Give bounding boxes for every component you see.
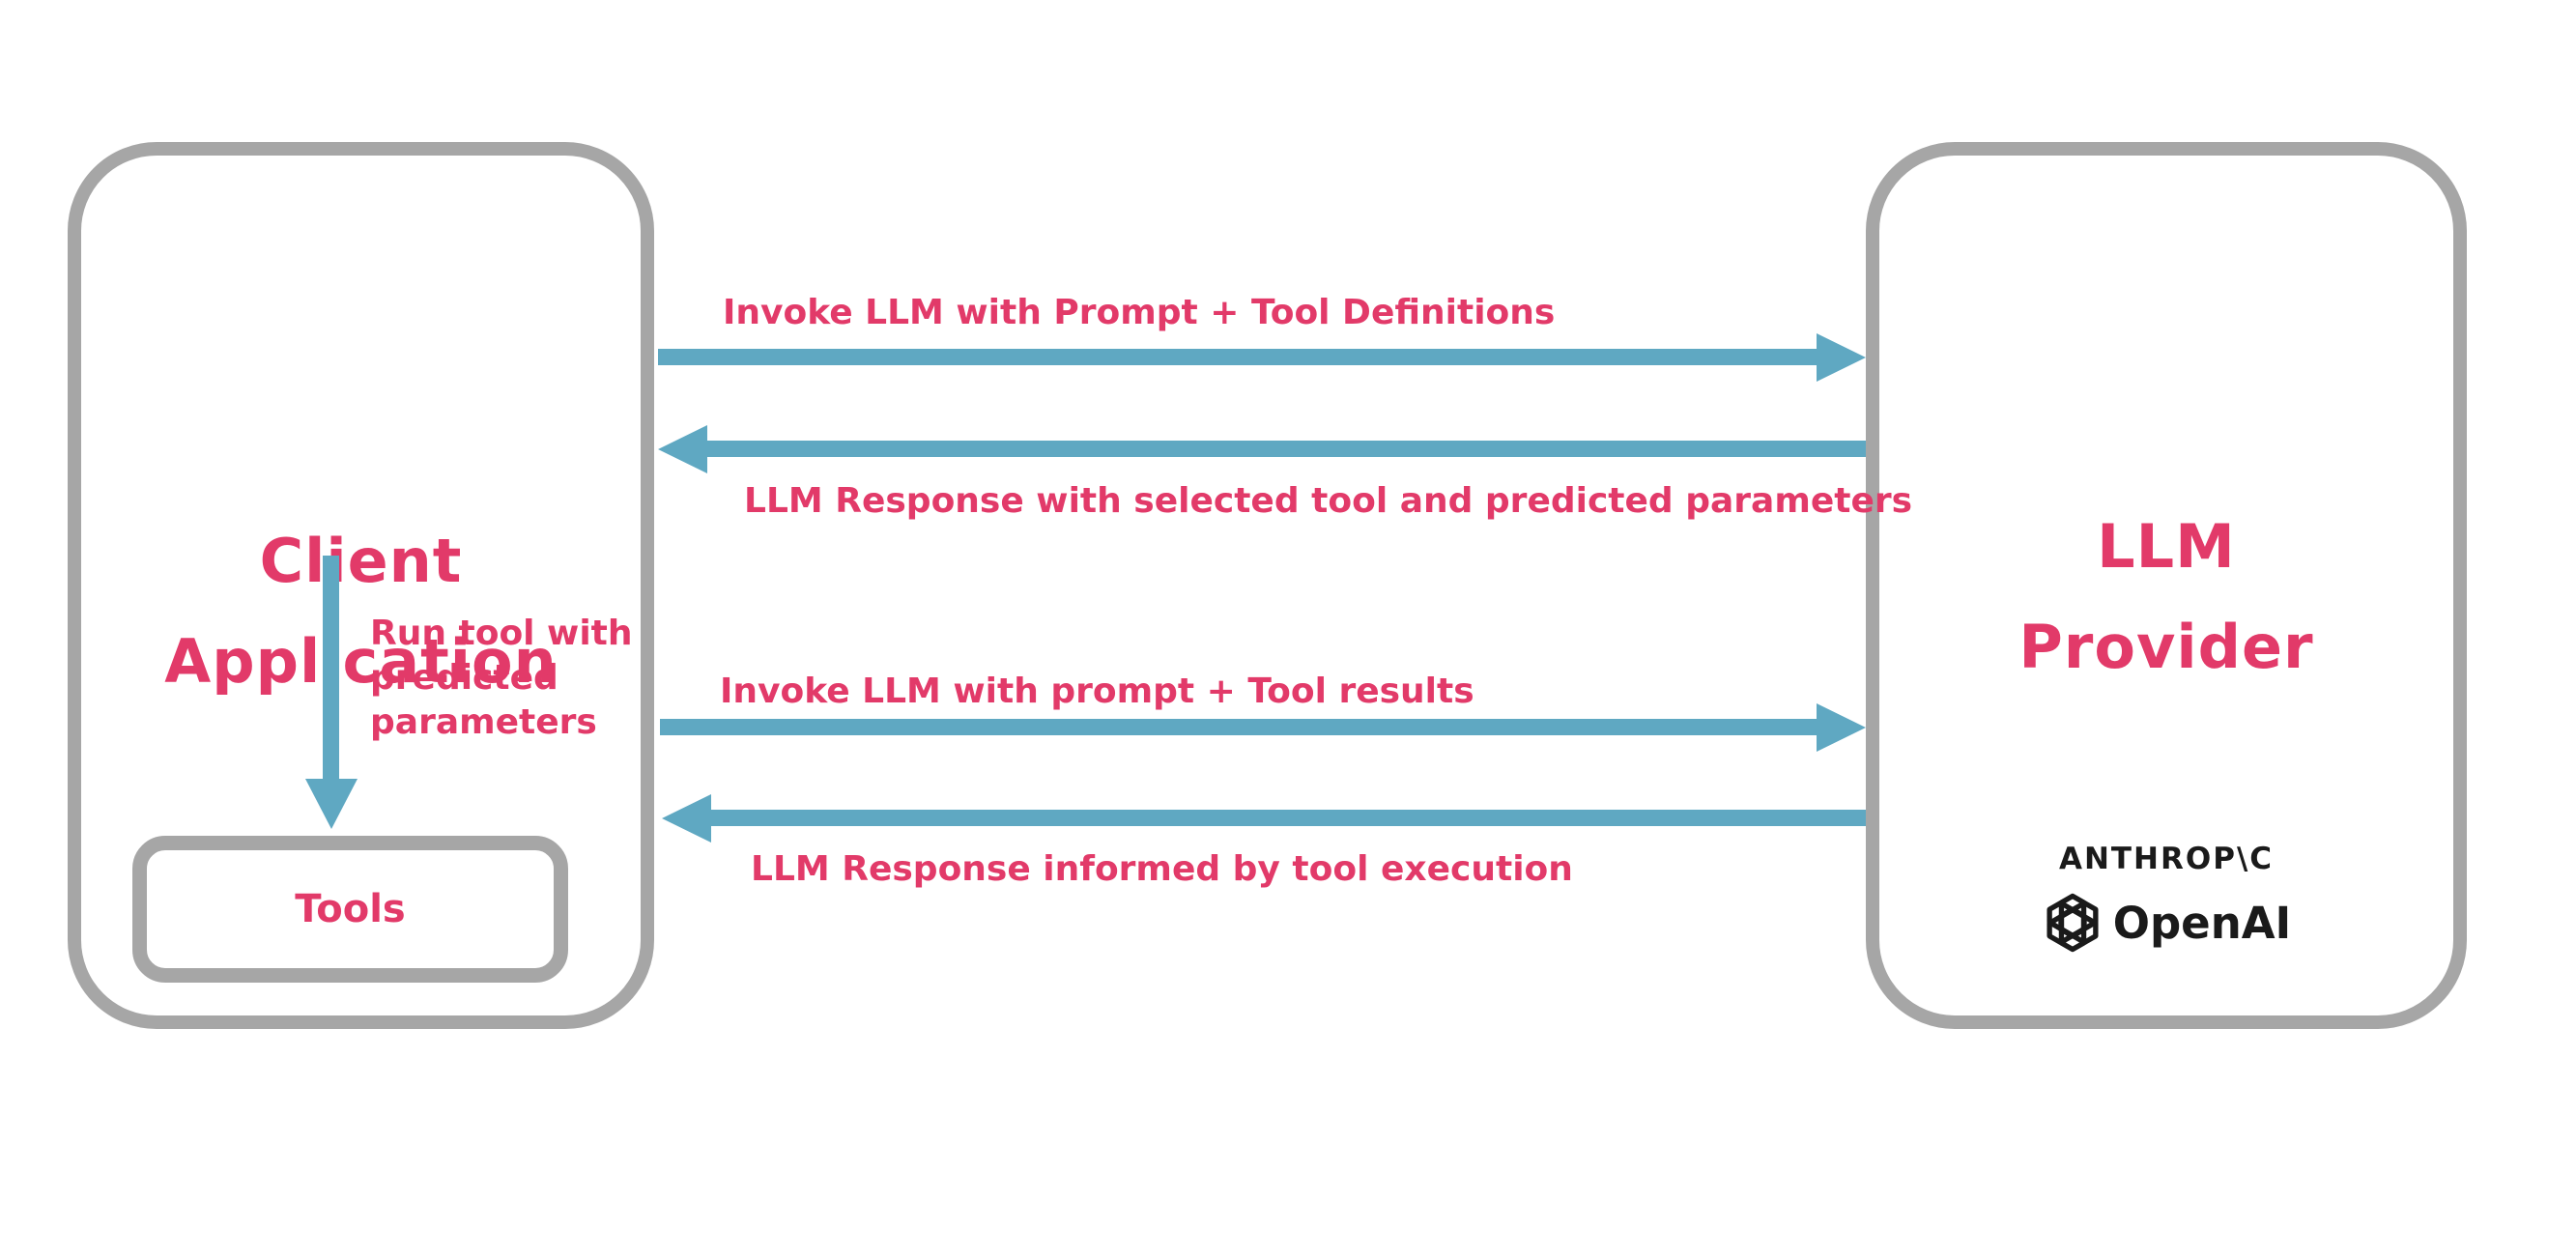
openai-flower-icon bbox=[2046, 893, 2099, 953]
run-tool-label-line1: Run tool with bbox=[370, 614, 633, 653]
message-label-response-selected: LLM Response with selected tool and pred… bbox=[744, 481, 1913, 521]
tools-box: Tools bbox=[132, 836, 568, 983]
llm-box-title: LLM Provider bbox=[1879, 497, 2453, 698]
arrow-invoke-definitions-head-icon bbox=[1817, 333, 1866, 382]
openai-logo: OpenAI bbox=[1879, 892, 2453, 954]
anthropic-logo-text: ANTHROP\C bbox=[2058, 842, 2275, 876]
arrow-invoke-definitions-shaft bbox=[658, 349, 1818, 365]
arrow-response-informed-shaft bbox=[710, 810, 1866, 826]
arrow-invoke-results-head-icon bbox=[1817, 703, 1866, 752]
client-title-line1: Client bbox=[259, 526, 463, 596]
arrow-invoke-results-shaft bbox=[660, 719, 1818, 735]
run-tool-label: Run tool with predicted parameters bbox=[370, 612, 633, 745]
arrow-response-informed-head-icon bbox=[662, 794, 711, 843]
message-label-response-informed: LLM Response informed by tool execution bbox=[751, 849, 1573, 889]
arrow-response-selected-head-icon bbox=[658, 425, 707, 473]
run-tool-label-line2: predicted bbox=[370, 658, 558, 698]
client-title-line2: Application bbox=[164, 626, 558, 697]
message-label-invoke-results: Invoke LLM with prompt + Tool results bbox=[720, 672, 1474, 711]
llm-title-line1: LLM bbox=[2097, 511, 2236, 582]
llm-provider-box: LLM Provider ANTHROP\C OpenAI bbox=[1866, 142, 2467, 1029]
llm-title-line2: Provider bbox=[2018, 612, 2314, 682]
anthropic-logo: ANTHROP\C bbox=[1879, 842, 2453, 876]
openai-logo-text: OpenAI bbox=[2112, 897, 2292, 949]
run-tool-arrow-shaft bbox=[323, 556, 339, 781]
client-box-title: Client Application bbox=[81, 511, 641, 712]
run-tool-arrow-head-icon bbox=[305, 779, 358, 829]
message-label-invoke-definitions: Invoke LLM with Prompt + Tool Definition… bbox=[723, 293, 1556, 332]
arrow-response-selected-shaft bbox=[706, 441, 1866, 457]
tools-label: Tools bbox=[295, 887, 406, 931]
run-tool-label-line3: parameters bbox=[370, 702, 597, 742]
